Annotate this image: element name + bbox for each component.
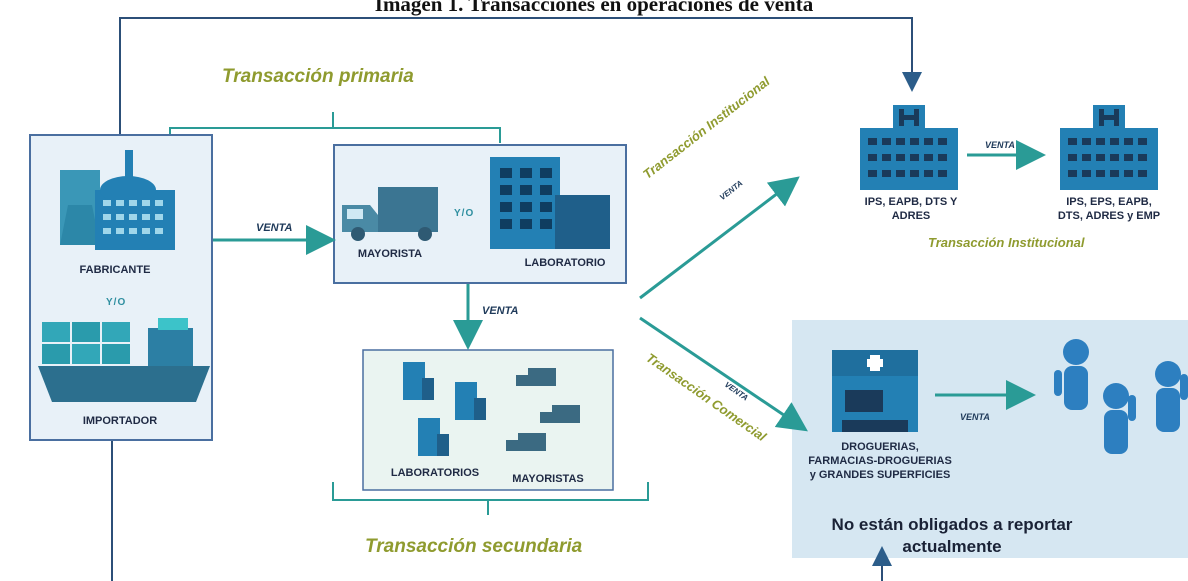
mini-trucks-icon: [506, 368, 580, 451]
person-icon: [1054, 339, 1188, 454]
ips-label-line2: ADRES: [891, 210, 931, 222]
mayorista-label: MAYORISTA: [357, 248, 423, 260]
truck-icon: [342, 187, 438, 241]
institutional-arrow: [639, 176, 800, 300]
secondary-bracket: [332, 482, 649, 515]
mayoristas-label: MAYORISTAS: [512, 473, 584, 485]
yo-label-1: Y/O: [106, 297, 127, 308]
venta-label-5: VENTA: [985, 140, 1015, 150]
eps-label-line1: IPS, EPS, EAPB,: [1066, 196, 1152, 208]
hospital-icon: [860, 105, 958, 190]
fabricante-label: FABRICANTE: [79, 264, 151, 276]
venta-label-2: VENTA: [482, 305, 519, 317]
ship-icon: [38, 318, 210, 402]
venta-label-6: VENTA: [960, 412, 990, 422]
primary-transaction-label: Transacción primaria: [222, 66, 414, 87]
droguerias-label-line1: DROGUERIAS,: [841, 441, 919, 453]
commercial-arrow: [639, 316, 808, 432]
venta-label-1: VENTA: [256, 222, 293, 234]
ips-label-line1: IPS, EAPB, DTS Y: [864, 196, 958, 208]
laboratorios-label: LABORATORIOS: [390, 467, 480, 479]
secondary-transaction-label: Transacción secundaria: [365, 536, 583, 557]
mini-buildings-icon: [403, 362, 486, 456]
importador-label: IMPORTADOR: [82, 415, 158, 427]
building-icon: [490, 157, 610, 249]
droguerias-label-line3: y GRANDES SUPERFICIES: [809, 469, 951, 481]
notice-line1: No están obligados a reportar: [831, 515, 1073, 534]
diagram-title: Imagen 1. Transacciones en operaciones d…: [374, 0, 814, 16]
hospital-icon-2: [1060, 105, 1158, 190]
notice-line2: actualmente: [902, 537, 1002, 556]
pharmacy-icon: [832, 350, 918, 432]
factory-icon: [60, 150, 175, 250]
yo-label-2: Y/O: [454, 208, 475, 219]
laboratorio-label: LABORATORIO: [524, 257, 606, 269]
institutional-label: Transacción Institucional: [928, 235, 1085, 250]
eps-label-line2: DTS, ADRES y EMP: [1057, 210, 1161, 222]
droguerias-label-line2: FARMACIAS-DROGUERIAS: [808, 455, 952, 467]
primary-bracket: [169, 112, 501, 143]
top-connector-line: [119, 17, 922, 135]
